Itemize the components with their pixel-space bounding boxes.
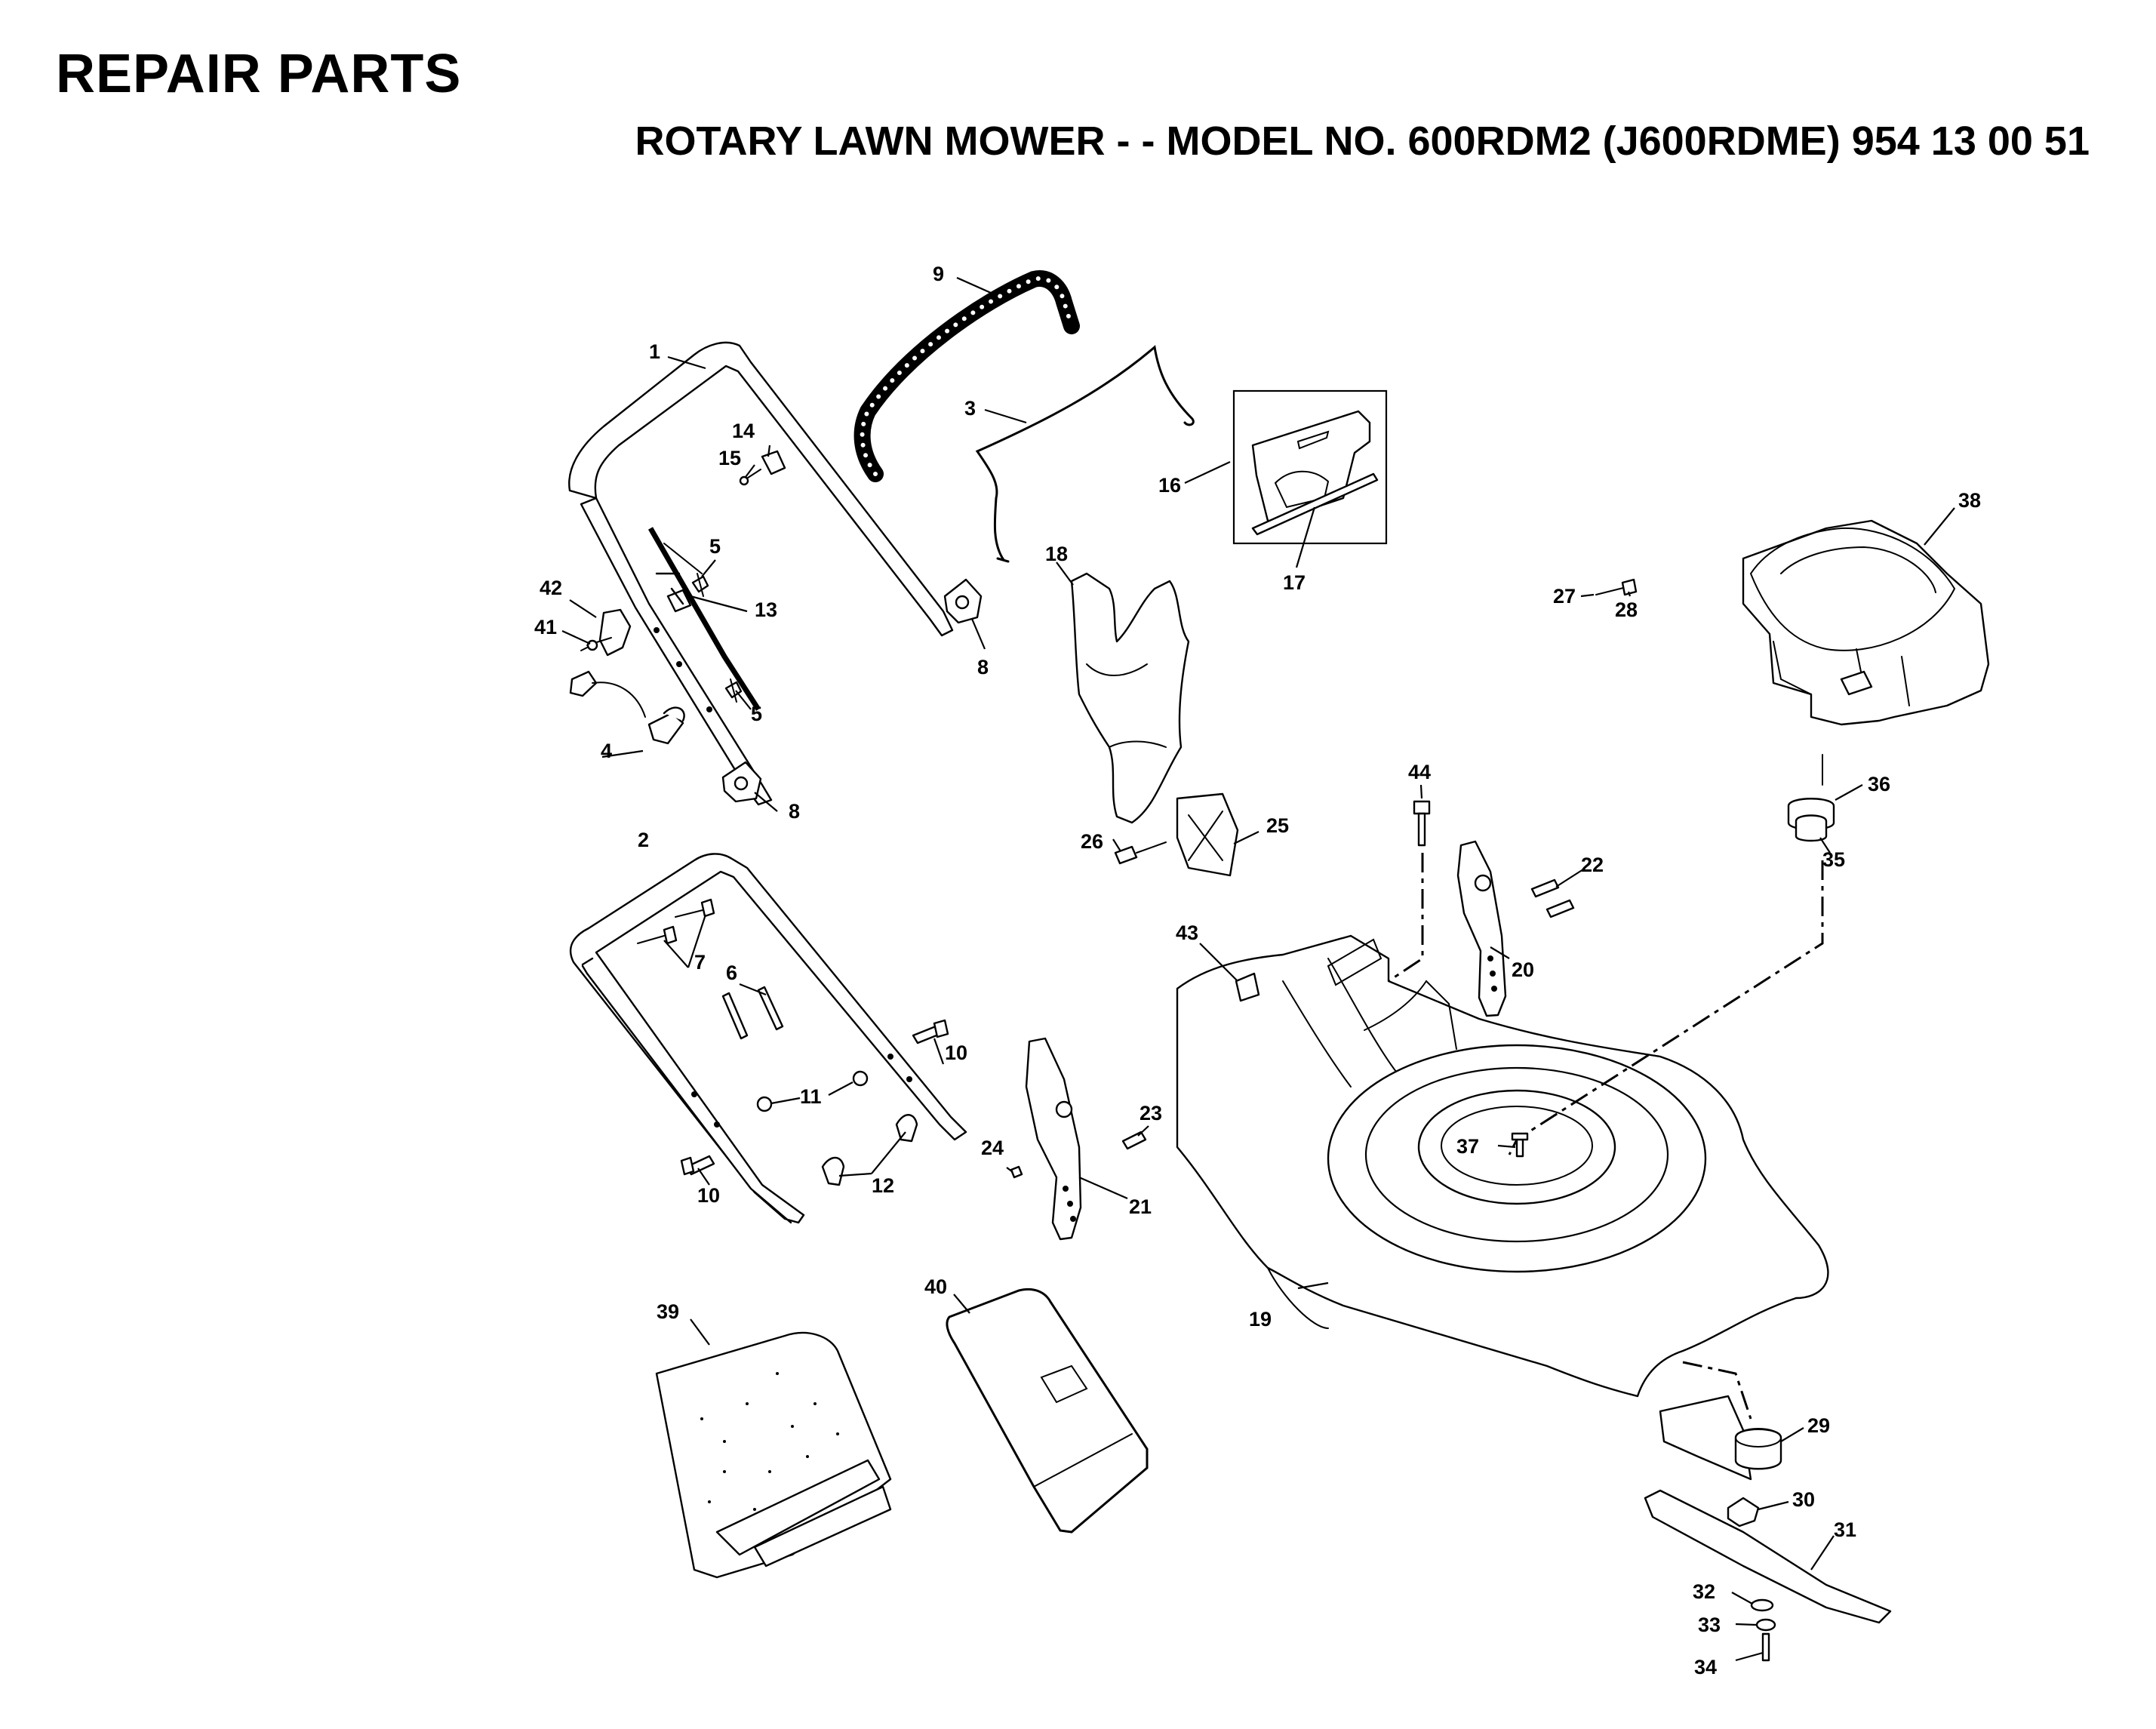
part-11-nuts <box>756 1070 869 1112</box>
part-8-handle-knobs <box>721 578 983 803</box>
callout-10b: 10 <box>697 1184 720 1207</box>
callout-40: 40 <box>924 1275 947 1298</box>
callout-2: 2 <box>638 829 649 851</box>
callout-5a: 5 <box>709 535 721 558</box>
part-42-control-lever <box>580 608 632 657</box>
part-12-clips <box>821 1114 918 1186</box>
callout-14: 14 <box>732 420 755 442</box>
callout-15: 15 <box>718 447 741 469</box>
callout-29: 29 <box>1807 1414 1830 1437</box>
callout-43: 43 <box>1176 921 1198 944</box>
callout-3: 3 <box>964 397 976 420</box>
callout-22: 22 <box>1581 854 1604 876</box>
part-9-handle-grip <box>853 270 1080 482</box>
callout-37: 37 <box>1456 1135 1479 1158</box>
part-18-chute <box>1070 572 1190 824</box>
part-2-lower-handle <box>569 853 967 1224</box>
callout-31: 31 <box>1834 1518 1856 1541</box>
engine-mount-parts <box>1508 754 1835 1158</box>
callout-5b: 5 <box>751 703 762 725</box>
callout-30: 30 <box>1792 1488 1815 1511</box>
part-44-bolt <box>1388 800 1431 983</box>
callout-4: 4 <box>601 740 612 762</box>
part-16-control-panel <box>1232 389 1388 545</box>
part-21-height-adjuster <box>1010 1037 1082 1241</box>
part-10-bolts <box>680 1019 949 1176</box>
callout-24: 24 <box>981 1137 1004 1159</box>
part-13-control-cable <box>647 527 761 711</box>
part-40-bag-frame <box>946 1288 1149 1534</box>
callout-11: 11 <box>800 1085 822 1108</box>
callout-10a: 10 <box>945 1041 967 1064</box>
blade-assembly <box>1644 1361 1892 1662</box>
callout-7: 7 <box>694 951 706 974</box>
callout-33: 33 <box>1698 1614 1721 1636</box>
part-5-bolts <box>691 573 743 703</box>
callout-6: 6 <box>726 961 737 984</box>
callout-41: 41 <box>534 616 557 638</box>
callout-35: 35 <box>1822 848 1845 871</box>
leader-lines <box>561 276 1955 1662</box>
page-title: REPAIR PARTS <box>56 44 462 104</box>
part-38-engine <box>1742 519 1990 726</box>
callout-8b: 8 <box>789 800 800 823</box>
callout-19: 19 <box>1249 1308 1272 1331</box>
part-14-cable-clip <box>739 450 786 486</box>
callout-8a: 8 <box>977 656 989 678</box>
callout-34: 34 <box>1694 1656 1717 1678</box>
part-7-bolts <box>637 898 715 945</box>
callout-28: 28 <box>1615 598 1638 621</box>
callout-42: 42 <box>540 577 562 599</box>
callout-20: 20 <box>1512 958 1534 981</box>
callout-17: 17 <box>1283 571 1306 594</box>
callout-27: 27 <box>1553 585 1576 608</box>
callout-9: 9 <box>933 263 944 285</box>
part-22-23-bolts <box>1121 878 1575 1150</box>
part-39-grass-bag <box>655 1331 892 1579</box>
callout-26: 26 <box>1081 830 1103 853</box>
part-25-deflector <box>1114 792 1239 877</box>
part-3-bail <box>975 345 1195 563</box>
part-19-mower-deck <box>1176 934 1829 1398</box>
part-27-28-fastener <box>1595 578 1638 596</box>
part-6-spacers <box>721 986 784 1040</box>
part-20-height-adjuster <box>1456 840 1507 1017</box>
callout-13: 13 <box>755 598 777 621</box>
callout-25: 25 <box>1266 814 1289 837</box>
part-1-upper-handle <box>568 341 954 806</box>
callout-labels: 1 2 3 4 5 5 6 7 8 8 9 10 10 11 12 13 14 … <box>534 263 1981 1678</box>
model-subtitle: ROTARY LAWN MOWER - - MODEL NO. 600RDM2 … <box>635 118 2090 164</box>
callout-1: 1 <box>649 340 660 363</box>
callout-18: 18 <box>1045 543 1068 565</box>
callout-16: 16 <box>1158 474 1181 497</box>
callout-23: 23 <box>1140 1102 1162 1124</box>
callout-21: 21 <box>1129 1195 1152 1218</box>
part-4-cable-tie <box>569 670 685 745</box>
part-43-label <box>1235 972 1260 1002</box>
callout-39: 39 <box>657 1300 679 1323</box>
callout-32: 32 <box>1693 1580 1715 1603</box>
callout-38: 38 <box>1958 489 1981 512</box>
callout-12: 12 <box>872 1174 894 1197</box>
callout-36: 36 <box>1868 773 1890 795</box>
callout-44: 44 <box>1408 761 1431 783</box>
